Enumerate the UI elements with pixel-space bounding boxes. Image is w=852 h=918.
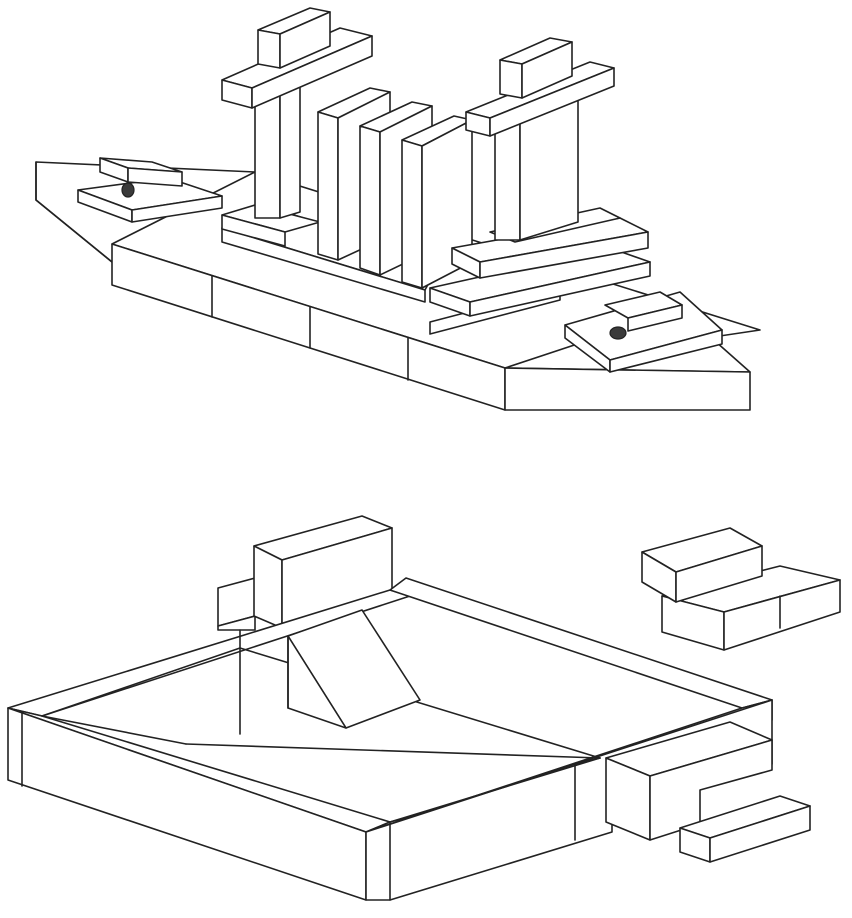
enclosure-walls <box>7 577 773 901</box>
ship-stern <box>504 291 751 411</box>
enclosure-corner-block <box>217 515 393 631</box>
block-ship <box>35 7 761 411</box>
middle-slabs <box>317 87 473 289</box>
enclosure-ramp <box>287 609 421 729</box>
loose-blocks <box>641 527 841 651</box>
mast-right <box>429 37 651 317</box>
bow-platform <box>77 157 223 223</box>
enclosure-steps <box>605 721 811 863</box>
mast-left <box>221 7 373 247</box>
block-enclosure <box>7 515 811 901</box>
